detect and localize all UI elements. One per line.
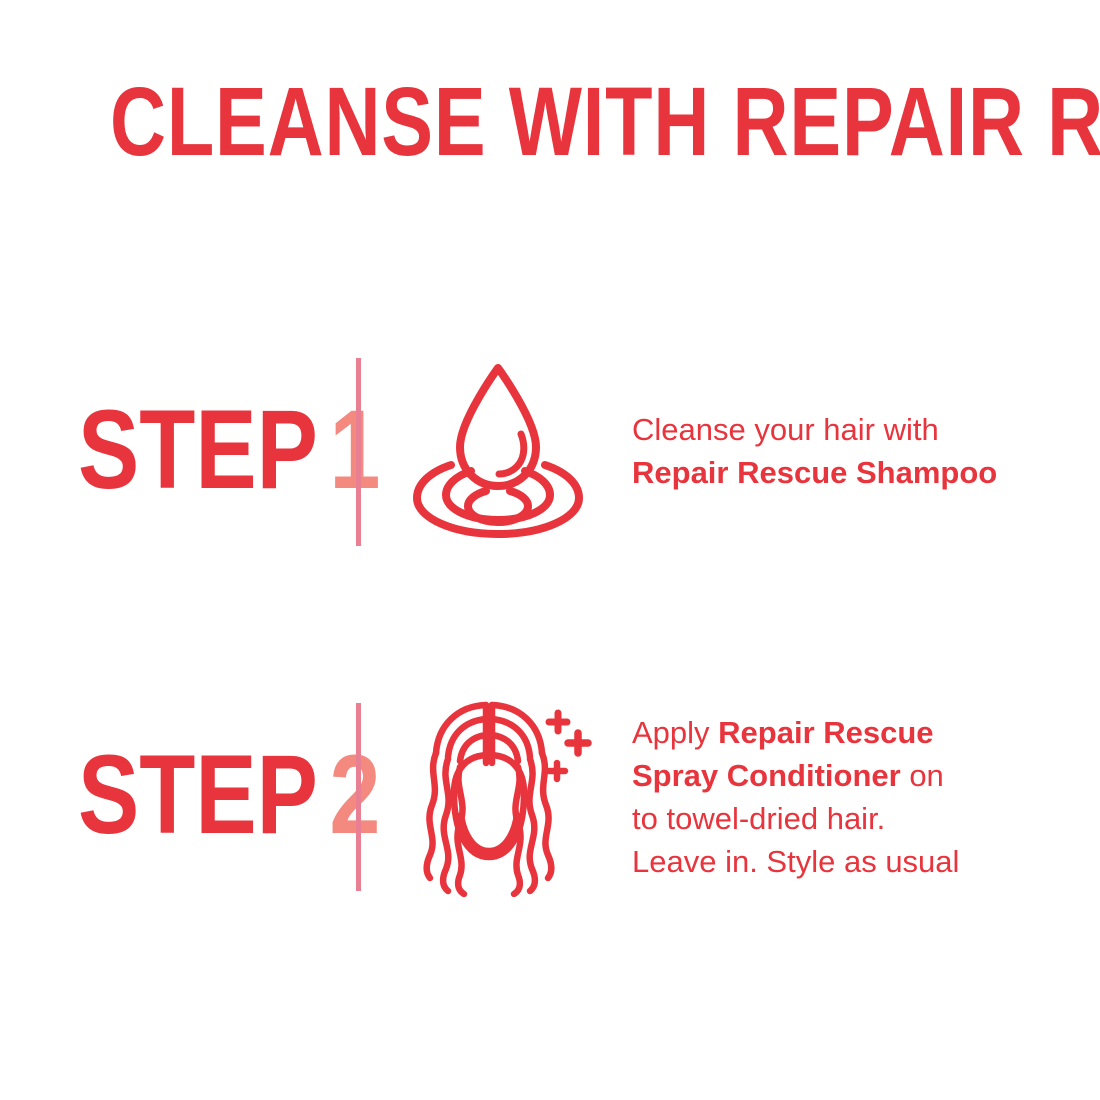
step-number-2: 2 [329, 732, 381, 857]
water-drop-ripple-icon [398, 352, 598, 552]
step-copy-line: Repair Rescue Shampoo [632, 455, 998, 490]
step-copy-line: Cleanse your hair with [632, 412, 939, 447]
step-copy-line: to towel-dried hair. [632, 801, 886, 836]
step-label-word-1: STEP [78, 387, 318, 512]
step-label-word-2: STEP [78, 732, 318, 857]
step-number-1: 1 [329, 387, 381, 512]
woman-wavy-hair-sparkle-icon [398, 697, 598, 897]
step-divider-1 [356, 358, 361, 546]
page-title: CLEANSE WITH REPAIR RESCUE [110, 67, 1100, 176]
step-copy-line: Leave in. Style as usual [632, 844, 960, 879]
step-copy-line: Spray Conditioner on [632, 758, 944, 793]
step-copy-line: Apply Repair Rescue [632, 715, 934, 750]
step-divider-2 [356, 703, 361, 891]
